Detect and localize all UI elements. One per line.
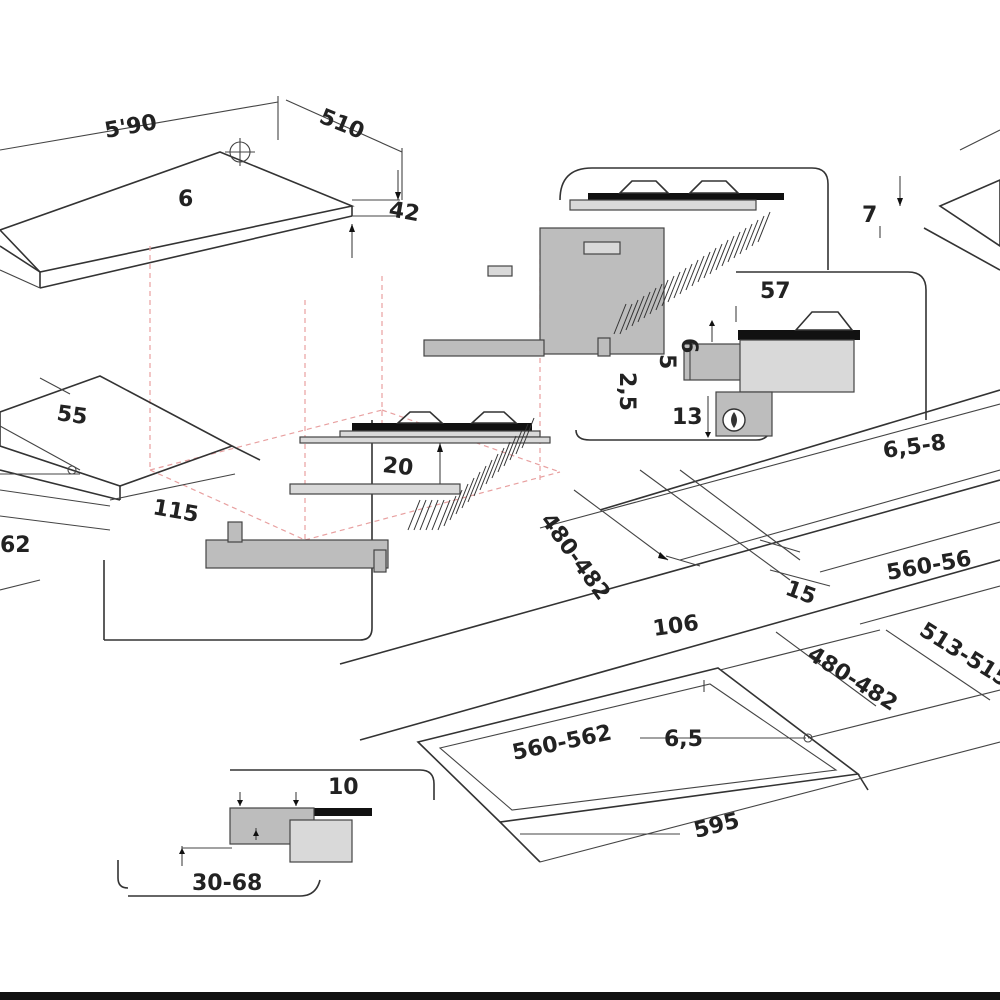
width-dimension-line (0, 101, 279, 151)
burner-upper-left (618, 180, 670, 194)
glass-plate-front (39, 215, 353, 289)
label-detail-13: 13 (672, 405, 703, 430)
worktop-cutout-main (339, 389, 1000, 665)
bottom-bar (0, 992, 1000, 1000)
wall-hatching-upper (613, 211, 771, 335)
label-detail-3068: 30-68 (192, 871, 262, 896)
burner-left (395, 411, 445, 424)
detail-frame-small-top (736, 271, 927, 420)
label-detail-5: 5 (654, 354, 679, 369)
cutout-inner (438, 683, 838, 811)
label-height-top: 42 (387, 197, 422, 227)
label-right-gap: 7 (862, 203, 877, 228)
hob-section-detail-upper (423, 167, 829, 357)
glass-plate-top (0, 151, 355, 273)
label-bottom-65: 6,5 (664, 727, 703, 752)
burner-small (794, 311, 854, 331)
dimension-labels: 5'90 510 6 42 7 55 115 62 20 57 6 5 2,5 … (0, 104, 1000, 896)
label-left-62: 62 (0, 533, 31, 558)
burner-upper-right (688, 180, 740, 194)
cutout-outline (416, 667, 861, 823)
burner-section-detail (575, 271, 927, 441)
detail-frame-upper (559, 167, 829, 270)
worktop-front-edge (339, 479, 1000, 665)
worktop-left-surface (0, 375, 234, 487)
label-cut-depth-diag: 480-482 (535, 509, 615, 605)
label-width-top: 5'90 (103, 110, 159, 144)
label-bottom-595: 595 (691, 808, 742, 843)
shelf-upper (289, 483, 461, 495)
label-bottom-depth: 480-482 (803, 642, 902, 717)
label-depth-top: 510 (316, 104, 368, 144)
label-right-513: 513-515 (915, 618, 1000, 693)
label-left-115: 115 (151, 495, 201, 528)
detail-frame-bottom-left (230, 769, 435, 800)
worktop-left (0, 375, 261, 591)
alignment-guides (149, 246, 561, 541)
detail-frame-center (104, 420, 373, 641)
worktop-right-top (879, 129, 1000, 271)
label-glass-thickness: 6 (178, 187, 193, 212)
glass-edge-detail (292, 808, 372, 816)
label-detail-25: 2,5 (614, 372, 639, 411)
cabinet-section-detail (103, 411, 551, 641)
label-left-55: 55 (55, 401, 89, 430)
hob-top-view (0, 96, 403, 289)
shelf-lower (205, 539, 389, 569)
hob-glass-section (352, 423, 532, 431)
label-detail-6: 6 (676, 338, 701, 353)
glass-plate-edge (0, 245, 41, 288)
label-center-20: 20 (381, 453, 414, 481)
label-center-106: 106 (651, 611, 700, 642)
wall-hatching-center (407, 417, 535, 531)
hob-glass-upper (588, 193, 784, 200)
hob-glass-small (738, 330, 860, 340)
label-detail-10: 10 (328, 775, 359, 800)
label-detail-57: 57 (760, 279, 791, 304)
worktop-cutout-bottom (359, 559, 1000, 863)
worktop-thickness-detail (117, 769, 435, 897)
label-right-658: 6,5-8 (881, 430, 947, 464)
depth-dimension-line (285, 99, 403, 153)
burner-right (469, 411, 519, 424)
